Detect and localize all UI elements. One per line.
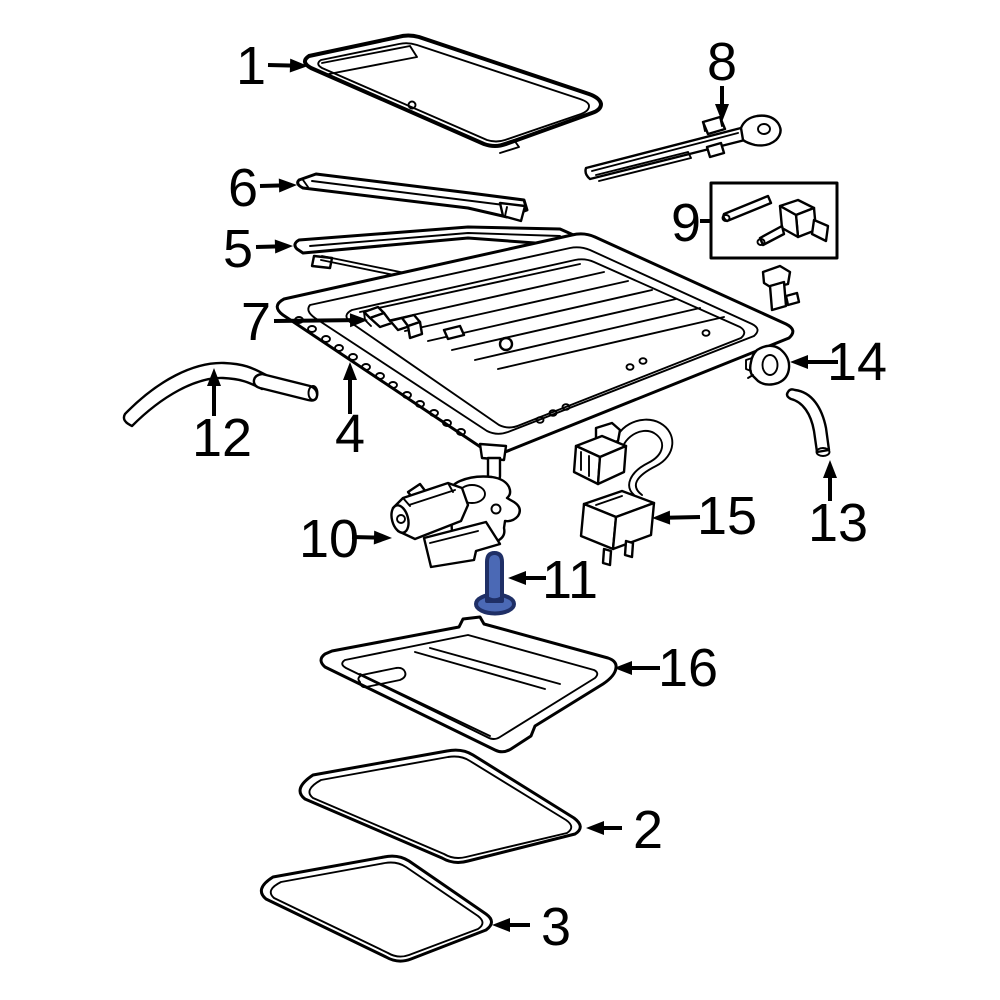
callout-16[interactable]: 16 [614, 638, 718, 698]
callout-9[interactable]: 9 [671, 193, 711, 253]
callout-number-2[interactable]: 2 [633, 800, 663, 860]
callout-number-11[interactable]: 11 [542, 550, 598, 610]
callout-arrowhead-16 [614, 661, 632, 675]
callout-15[interactable]: 15 [652, 486, 757, 546]
callout-number-3[interactable]: 3 [541, 897, 571, 957]
part-15-switch-and-harness [572, 418, 674, 567]
part-3-roof-opening-seal [259, 854, 493, 963]
callout-arrowhead-15 [652, 510, 671, 525]
callout-arrowhead-13 [823, 460, 837, 478]
callout-arrowhead-12 [207, 368, 221, 386]
callout-number-1[interactable]: 1 [236, 36, 266, 96]
callout-8[interactable]: 8 [707, 32, 737, 122]
callout-5[interactable]: 5 [223, 219, 293, 279]
callout-arrowhead-2 [586, 821, 604, 835]
callout-number-15[interactable]: 15 [697, 486, 757, 546]
callout-arrowhead-1 [289, 58, 308, 73]
callout-number-8[interactable]: 8 [707, 32, 737, 92]
part-7-guide-bracket [362, 305, 424, 340]
part-10-sunroof-motor [390, 475, 521, 569]
callout-arrow-line-1 [267, 63, 295, 68]
part-9-repair-kit [709, 181, 839, 260]
part-6-wind-deflector [296, 172, 529, 223]
callout-arrow-line-15 [665, 515, 701, 520]
part-8-guide-rail [584, 114, 782, 182]
callout-number-16[interactable]: 16 [658, 638, 718, 698]
callout-13[interactable]: 13 [808, 460, 868, 553]
callout-arrowhead-10 [373, 530, 392, 545]
part-14-grommet [745, 344, 791, 386]
callout-arrowhead-6 [278, 178, 297, 193]
part-1-glass-panel [303, 33, 603, 154]
callout-number-13[interactable]: 13 [808, 493, 868, 553]
part-12-front-drain-hose [122, 361, 319, 428]
callout-4[interactable]: 4 [335, 362, 365, 464]
callout-14[interactable]: 14 [790, 332, 887, 392]
callout-2[interactable]: 2 [586, 800, 663, 860]
callout-arrowhead-11 [508, 571, 526, 585]
callout-10[interactable]: 10 [299, 509, 392, 569]
callout-number-9[interactable]: 9 [671, 193, 701, 253]
callout-arrow-line-7 [273, 318, 355, 323]
callout-arrowhead-4 [343, 362, 357, 380]
callout-number-12[interactable]: 12 [192, 408, 252, 468]
part-16-sunshade-panel [319, 615, 618, 754]
callout-arrowhead-3 [492, 918, 510, 932]
callout-6[interactable]: 6 [228, 158, 297, 218]
part-13-rear-drain-hose [785, 388, 831, 457]
callout-number-7[interactable]: 7 [241, 292, 271, 352]
callout-arrowhead-5 [274, 239, 293, 254]
frame-track-hatching [359, 263, 725, 370]
callout-number-10[interactable]: 10 [299, 509, 359, 569]
callout-arrow-line-10 [351, 535, 379, 540]
callout-arrowhead-7 [349, 313, 368, 328]
part-2-glass-seal [298, 748, 582, 864]
callout-7[interactable]: 7 [241, 292, 368, 352]
callout-12[interactable]: 12 [192, 368, 252, 468]
callout-11[interactable]: 11 [508, 550, 598, 610]
callout-3[interactable]: 3 [492, 897, 571, 957]
callout-number-6[interactable]: 6 [228, 158, 258, 218]
part-11-screw-highlighted [474, 551, 516, 616]
callout-arrowhead-14 [790, 355, 808, 369]
callout-arrowhead-8 [715, 104, 729, 122]
part-4-sunroof-frame [275, 232, 801, 483]
callout-1[interactable]: 1 [236, 36, 308, 96]
callout-number-5[interactable]: 5 [223, 219, 253, 279]
